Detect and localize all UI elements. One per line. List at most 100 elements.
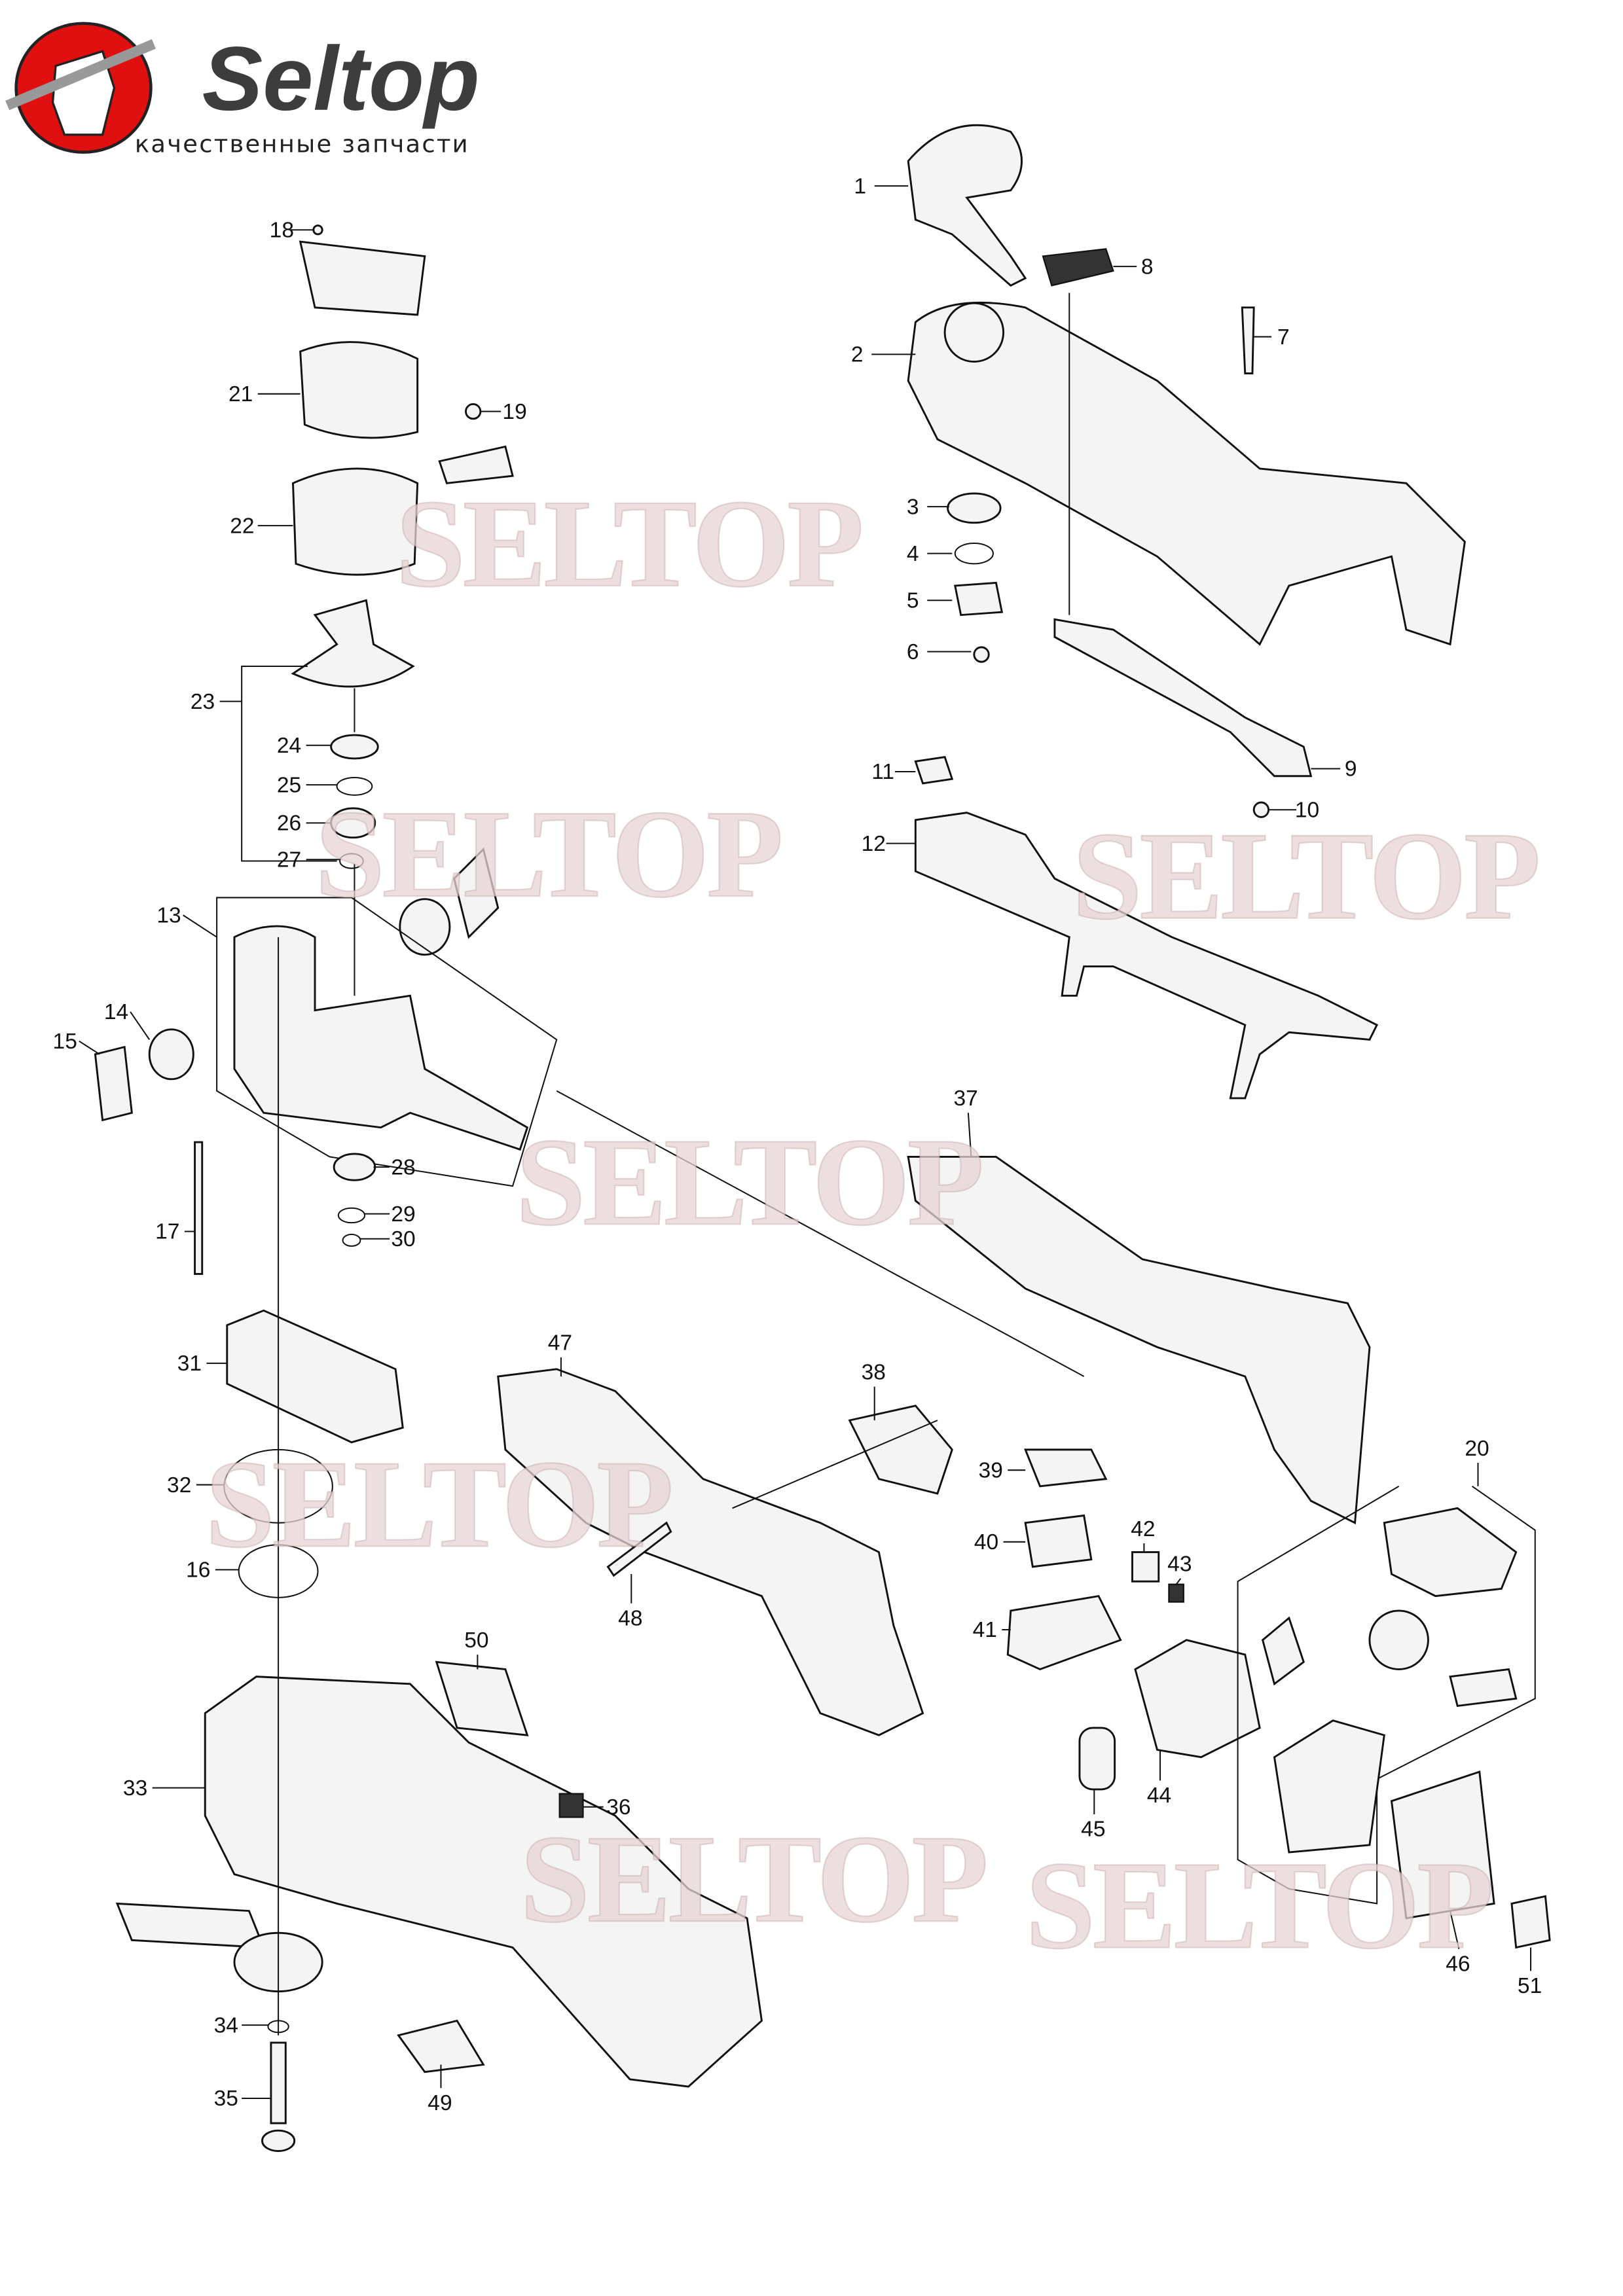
part-label: 47 (548, 1331, 572, 1355)
part-label: 29 (391, 1202, 415, 1227)
part-20-group-outline (1237, 1485, 1536, 1905)
part-41-holder (1006, 1594, 1122, 1671)
part-label: 34 (214, 2013, 238, 2037)
part-47-housing-half (497, 1368, 924, 1736)
part-label: 4 (907, 542, 919, 566)
watermark: SELTOP (1072, 806, 1538, 946)
part-15-bracket (94, 1045, 133, 1122)
part-35-bolt-head (261, 2129, 296, 2152)
part-7-screw (1241, 306, 1255, 374)
part-label: 12 (862, 832, 886, 856)
part-31-cover (226, 1309, 404, 1444)
part-label: 8 (1141, 255, 1154, 279)
part-label: 41 (973, 1618, 997, 1642)
part-23-rotor (291, 599, 415, 688)
part-14-bearing (148, 1028, 194, 1081)
watermark: SELTOP (315, 784, 780, 924)
part-label: 39 (979, 1458, 1003, 1482)
part-bearing-insert (399, 898, 451, 956)
part-37-housing-half (907, 1155, 1371, 1524)
part-label: 19 (502, 400, 526, 424)
part-label: 6 (907, 640, 919, 664)
part-35-bolt (270, 2041, 287, 2125)
part-18-sensor-board (299, 240, 426, 316)
part-20-terminal (1449, 1668, 1518, 1707)
part-3-spring (947, 492, 1002, 524)
part-label: 44 (1147, 1784, 1171, 1808)
watermark: SELTOP (205, 1435, 670, 1574)
part-label: 9 (1345, 757, 1357, 781)
part-label: 49 (428, 2091, 452, 2115)
part-label: 13 (156, 903, 181, 927)
part-label: 3 (907, 495, 919, 519)
part-20-motor (1368, 1609, 1429, 1670)
part-17-screw (194, 1141, 204, 1275)
part-45-insert (1078, 1727, 1116, 1791)
part-51-label (1510, 1895, 1551, 1949)
part-label: 43 (1167, 1552, 1192, 1577)
part-36-label (558, 1793, 584, 1818)
part-label: 20 (1465, 1437, 1489, 1461)
part-19-screw (465, 403, 482, 420)
part-48-screw (606, 1521, 672, 1577)
part-20-controller (1273, 1719, 1385, 1854)
part-label: 18 (270, 218, 294, 242)
part-label: 28 (391, 1155, 415, 1179)
part-44-bracket (1134, 1639, 1261, 1759)
part-label: 45 (1081, 1818, 1105, 1842)
part-27-clip (339, 853, 364, 869)
part-8-button (1042, 248, 1114, 287)
part-29-washer (337, 1207, 366, 1224)
part-label: 22 (230, 514, 254, 538)
part-50-label (435, 1660, 529, 1736)
part-33-housing (204, 1676, 763, 2088)
part-label: 2 (851, 343, 864, 367)
part-number-labels: 1 2 3 4 5 6 7 8 9 10 11 12 13 14 15 16 1… (53, 174, 1542, 2115)
part-21-stator (299, 341, 419, 439)
leader-line-paths (79, 185, 1532, 2099)
watermarks: SELTOP SELTOP SELTOP SELTOP SELTOP SELTO… (204, 473, 1541, 1976)
seltop-logo: Seltop качественные запчасти (5, 22, 480, 158)
watermark: SELTOP (520, 1809, 985, 1948)
part-label: 32 (167, 1473, 191, 1498)
parts (94, 124, 1551, 2152)
watermark: SELTOP (516, 1112, 981, 1251)
part-label: 33 (123, 1776, 147, 1801)
part-label: 25 (277, 773, 301, 797)
assembly-axis-lines (278, 293, 1085, 2036)
part-label: 17 (155, 1220, 179, 1244)
part-label: 46 (1446, 1952, 1470, 1976)
part-label: 7 (1277, 325, 1290, 350)
part-label: 35 (214, 2087, 238, 2111)
part-label: 31 (177, 1352, 202, 1376)
part-label: 5 (907, 588, 919, 613)
part-49-label (397, 2019, 485, 2073)
part-6-screw (973, 646, 990, 663)
part-20-board (1383, 1507, 1518, 1598)
part-42-switch (1131, 1551, 1160, 1583)
part-11-part (914, 756, 954, 785)
part-38-part (848, 1405, 953, 1495)
part-5-holder (954, 581, 1004, 617)
part-label: 38 (862, 1360, 886, 1384)
part-label: 15 (53, 1030, 77, 1054)
part-blade (115, 1902, 265, 1949)
part-24-nut (330, 734, 379, 760)
part-2-housing-cover (907, 301, 1466, 646)
part-18-screw (312, 224, 323, 236)
part-label: 24 (277, 734, 301, 758)
part-40-block (1024, 1514, 1093, 1568)
part-label: 37 (954, 1086, 978, 1111)
part-1-switch-lever (907, 124, 1027, 287)
part-insert (452, 847, 500, 939)
part-label: 50 (464, 1628, 488, 1653)
part-2-knob-hole (943, 302, 1005, 363)
part-13-group-outline (216, 897, 558, 1187)
watermark: SELTOP (395, 474, 861, 613)
part-label: 40 (974, 1530, 998, 1554)
part-label: 23 (191, 690, 215, 714)
part-label: 11 (871, 760, 894, 784)
part-label: 36 (606, 1795, 630, 1820)
leader-lines (79, 185, 1532, 2099)
part-label: 21 (228, 382, 253, 406)
